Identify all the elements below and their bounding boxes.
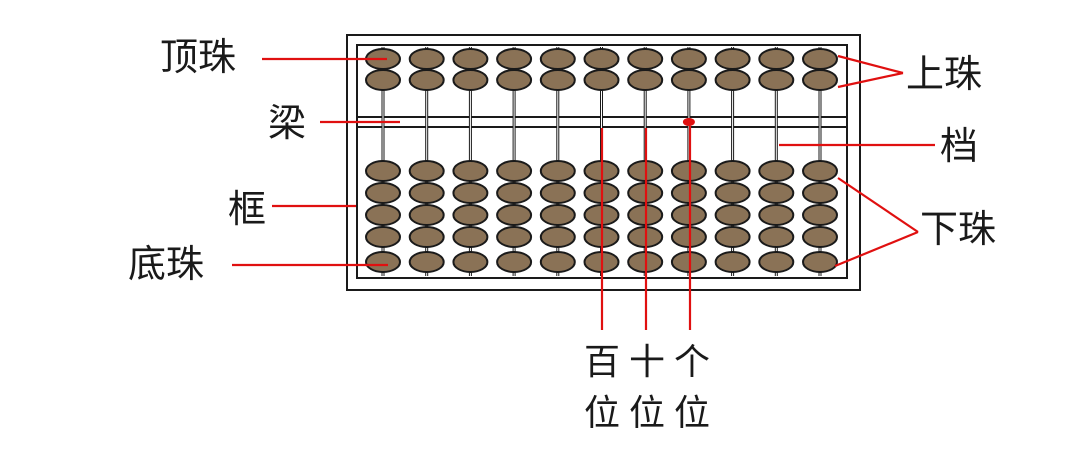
- lower-bead: [539, 226, 576, 248]
- pointer-lines: [232, 54, 935, 330]
- lower-bead: [714, 251, 751, 273]
- upper-bead: [670, 48, 707, 70]
- label-beam: 梁: [268, 101, 307, 145]
- lower-bead: [758, 160, 795, 182]
- upper-bead: [583, 69, 620, 91]
- lower-bead: [758, 204, 795, 226]
- upper-bead: [496, 69, 533, 91]
- lower-bead: [365, 204, 401, 226]
- upper-bead: [408, 69, 445, 91]
- beads-layer: [365, 48, 838, 273]
- lower-bead: [758, 251, 795, 273]
- lower-bead: [452, 204, 489, 226]
- pointer-lower-beads-a: [837, 177, 919, 233]
- lower-bead: [496, 204, 533, 226]
- abacus-outer-frame: [346, 34, 861, 291]
- upper-bead: [627, 69, 664, 91]
- lower-bead: [452, 251, 489, 273]
- lower-bead: [452, 182, 489, 204]
- lower-bead: [714, 204, 751, 226]
- label-ones-place-1: 个: [674, 342, 711, 383]
- label-tens-place-2: 位: [629, 393, 666, 434]
- lower-bead: [802, 226, 838, 248]
- lower-bead: [496, 226, 533, 248]
- lower-bead: [408, 160, 445, 182]
- lower-bead: [714, 182, 751, 204]
- lower-bead: [758, 182, 795, 204]
- upper-bead: [539, 69, 576, 91]
- label-hundreds-place-2: 位: [584, 393, 621, 434]
- lower-bead: [802, 160, 838, 182]
- lower-bead: [408, 204, 445, 226]
- unit-rod-dot: [682, 118, 695, 126]
- lower-bead: [802, 204, 838, 226]
- lower-bead: [496, 182, 533, 204]
- lower-bead: [714, 160, 751, 182]
- upper-bead: [408, 48, 445, 70]
- upper-bead: [670, 69, 707, 91]
- upper-bead: [758, 69, 795, 91]
- lower-bead: [802, 251, 838, 273]
- upper-bead: [714, 48, 751, 70]
- pointer-upper-beads-b: [837, 71, 904, 89]
- label-rod: 档: [940, 124, 979, 168]
- lower-bead: [802, 182, 838, 204]
- lower-bead: [452, 226, 489, 248]
- label-hundreds-place-1: 百: [584, 342, 621, 383]
- lower-bead: [496, 251, 533, 273]
- lower-bead: [452, 160, 489, 182]
- upper-bead: [452, 69, 489, 91]
- lower-bead: [408, 226, 445, 248]
- pointer-lower-beads-b: [834, 230, 919, 268]
- upper-bead: [714, 69, 751, 91]
- lower-bead: [365, 182, 401, 204]
- lower-bead: [365, 160, 401, 182]
- pointer-upper-beads-a: [837, 54, 904, 75]
- lower-bead: [758, 226, 795, 248]
- lower-bead: [539, 251, 576, 273]
- upper-bead: [802, 69, 838, 91]
- label-bottom-bead: 底珠: [128, 242, 205, 286]
- label-frame: 框: [228, 187, 267, 231]
- lower-bead: [539, 160, 576, 182]
- upper-bead: [583, 48, 620, 70]
- lower-bead: [539, 204, 576, 226]
- label-upper-beads: 上珠: [906, 52, 983, 96]
- lower-bead: [714, 226, 751, 248]
- label-tens-place-1: 十: [629, 342, 666, 383]
- upper-bead: [496, 48, 533, 70]
- upper-bead: [802, 48, 838, 70]
- lower-bead: [365, 251, 401, 273]
- upper-bead: [365, 69, 401, 91]
- upper-bead: [627, 48, 664, 70]
- label-top-bead: 顶珠: [160, 35, 237, 79]
- upper-bead: [758, 48, 795, 70]
- upper-bead: [452, 48, 489, 70]
- lower-bead: [365, 226, 401, 248]
- lower-bead: [539, 182, 576, 204]
- lower-bead: [408, 251, 445, 273]
- label-ones-place-2: 位: [674, 393, 711, 434]
- upper-bead: [539, 48, 576, 70]
- lower-bead: [496, 160, 533, 182]
- label-lower-beads: 下珠: [920, 207, 997, 251]
- lower-bead: [408, 182, 445, 204]
